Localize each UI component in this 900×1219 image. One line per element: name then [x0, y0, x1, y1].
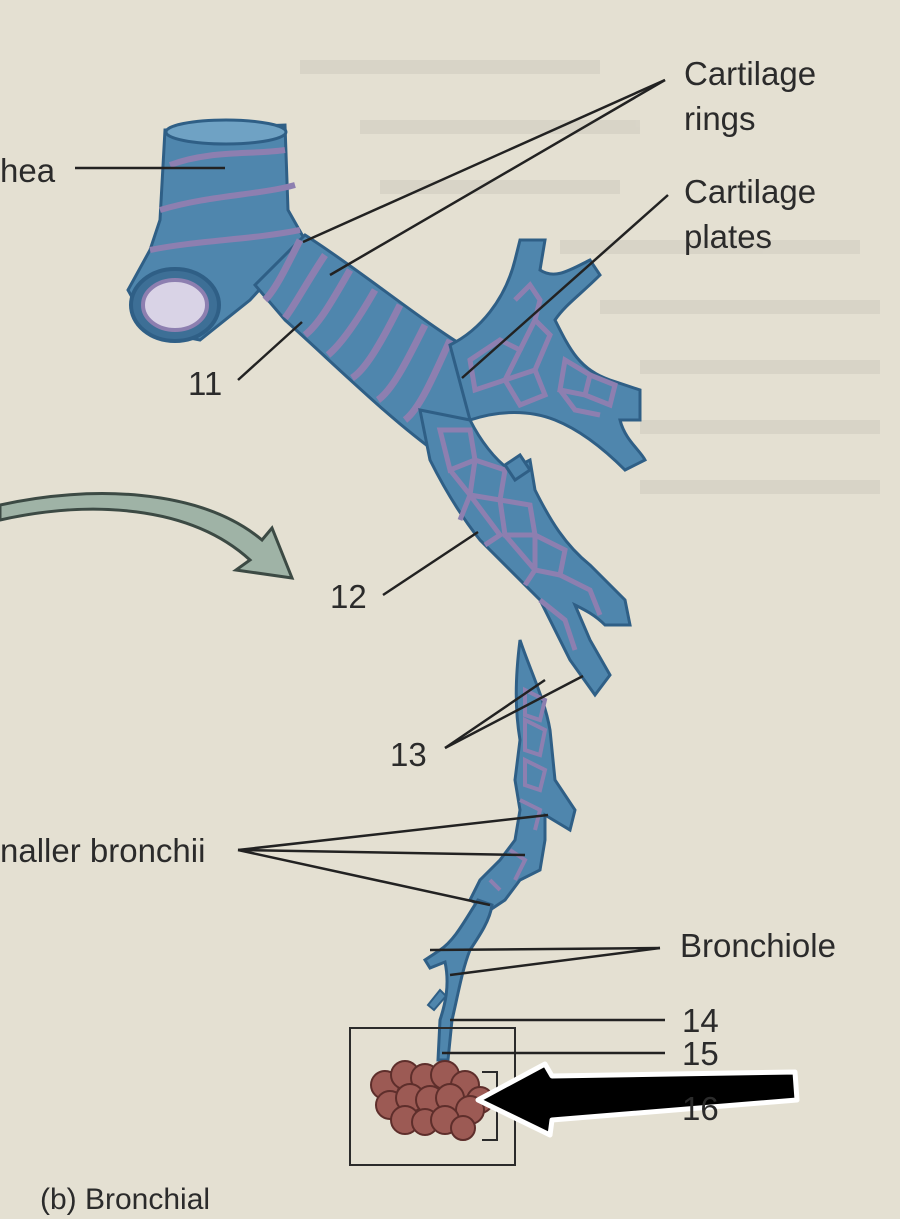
- label-bronchiole: Bronchiole: [680, 927, 836, 964]
- bronchiole-tube: [422, 898, 494, 1062]
- leader-rings-b: [329, 78, 666, 277]
- leader-bronchii-a: [237, 813, 549, 852]
- leader-bronchii-b: [237, 848, 526, 857]
- label-trachea: hea: [0, 152, 56, 189]
- label-16: 16: [682, 1090, 719, 1127]
- thick-black-arrow-icon: [475, 1061, 800, 1138]
- curved-arrow-icon: [0, 492, 295, 580]
- label-13: 13: [390, 736, 427, 773]
- upper-branch: [448, 238, 648, 472]
- label-14: 14: [682, 1002, 719, 1039]
- leader-bronchiole-b: [449, 946, 661, 977]
- leader-bronchiole-a: [429, 946, 661, 952]
- lobar-bronchus: [418, 408, 632, 698]
- leader-11: [237, 321, 303, 381]
- label-cartilage-plates: Cartilage plates: [684, 173, 817, 255]
- leader-rings-a: [302, 78, 666, 244]
- leader-13-b: [444, 674, 584, 750]
- leader-12: [382, 530, 479, 597]
- leader-plates: [461, 194, 669, 379]
- bronchial-tree: [126, 118, 648, 1141]
- label-cartilage-rings: Cartilage rings: [684, 55, 817, 137]
- label-11: 11: [188, 365, 223, 402]
- main-bronchus: [252, 233, 472, 458]
- leader-bronchii-c: [237, 848, 491, 907]
- label-smaller-bronchii: naller bronchii: [0, 832, 206, 869]
- label-15: 15: [682, 1035, 719, 1072]
- leader-13-a: [444, 678, 546, 750]
- trachea-segment: [126, 118, 307, 343]
- label-12: 12: [330, 578, 367, 615]
- cartilage-rings: [262, 238, 454, 423]
